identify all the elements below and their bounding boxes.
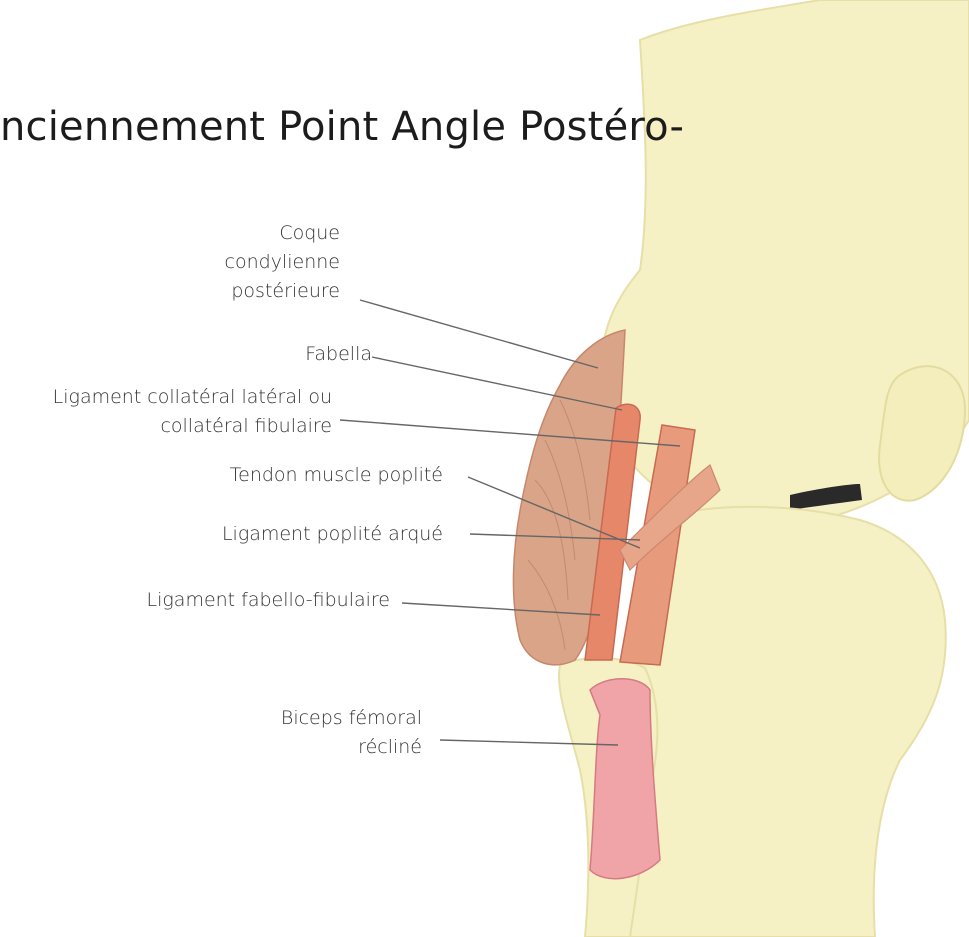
label-fabella-line1: Fabella — [305, 340, 372, 369]
label-ligament-poplite-arque: Ligament poplité arqué — [222, 520, 443, 549]
label-biceps: Biceps fémoral récliné — [281, 704, 422, 762]
label-fabella: Fabella — [305, 340, 372, 369]
label-tendon-poplite-line1: Tendon muscle poplité — [230, 461, 443, 490]
leader-coque — [360, 300, 598, 368]
label-coque-line1: Coque — [225, 219, 340, 248]
page-title: nciennement Point Angle Postéro- — [0, 104, 969, 150]
label-ligament-poplite-arque-line1: Ligament poplité arqué — [222, 520, 443, 549]
label-lcl-line1: Ligament collatéral latéral ou — [53, 383, 332, 412]
label-fabello-fibulaire: Ligament fabello-fibulaire — [147, 586, 390, 615]
label-biceps-line1: Biceps fémoral — [281, 704, 422, 733]
label-coque-line3: postérieure — [225, 277, 340, 306]
biceps-muscle — [590, 679, 660, 879]
label-lcl: Ligament collatéral latéral ou collatéra… — [53, 383, 332, 441]
label-fabello-fibulaire-line1: Ligament fabello-fibulaire — [147, 586, 390, 615]
label-biceps-line2: récliné — [281, 733, 422, 762]
patella-bone — [879, 366, 965, 500]
label-coque-line2: condylienne — [225, 248, 340, 277]
label-coque: Coque condylienne postérieure — [225, 219, 340, 306]
label-tendon-poplite: Tendon muscle poplité — [230, 461, 443, 490]
label-lcl-line2: collatéral fibulaire — [53, 412, 332, 441]
